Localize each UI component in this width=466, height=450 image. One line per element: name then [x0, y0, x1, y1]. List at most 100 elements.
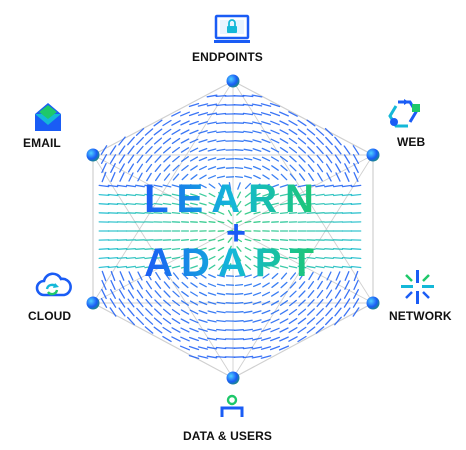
pattern-dash [244, 302, 252, 304]
pattern-dash [118, 185, 127, 186]
pattern-dash [272, 292, 279, 296]
pattern-dash [280, 112, 289, 116]
pattern-dash [327, 272, 331, 280]
pattern-dash [289, 337, 297, 341]
pattern-dash [145, 129, 152, 135]
pattern-dash [190, 347, 199, 350]
pattern-dash [209, 222, 215, 223]
pattern-dash [208, 293, 215, 295]
pattern-dash [163, 129, 171, 134]
pattern-dash [262, 311, 270, 314]
pattern-dash [281, 148, 288, 153]
pattern-dash [326, 318, 333, 325]
pattern-dash [354, 290, 359, 299]
pattern-dash [307, 129, 314, 135]
pattern-dash [99, 204, 109, 205]
pattern-dash [244, 158, 251, 160]
pattern-dash [217, 140, 225, 141]
pattern-dash [217, 321, 225, 322]
pattern-dash [172, 319, 179, 324]
pattern-dash [173, 291, 179, 296]
pattern-dash [217, 167, 224, 168]
pattern-dash [290, 156, 296, 161]
pattern-dash [181, 130, 189, 134]
pattern-dash [218, 221, 224, 222]
pattern-dash [334, 258, 343, 259]
pattern-dash [208, 140, 216, 142]
pattern-dash [181, 112, 190, 116]
pattern-dash [271, 130, 279, 133]
pattern-dash [127, 185, 136, 186]
pattern-dash [334, 266, 343, 267]
pattern-dash [208, 113, 217, 115]
pattern-dash [299, 147, 306, 153]
pattern-dash [252, 356, 261, 358]
pattern-dash [217, 330, 226, 331]
pattern-dash [99, 249, 109, 250]
pattern-dash [120, 173, 124, 181]
pattern-dash [334, 195, 343, 196]
pattern-dash [119, 146, 125, 154]
pattern-dash [155, 165, 160, 172]
pattern-dash [128, 137, 134, 144]
pattern-dash [199, 149, 206, 152]
pattern-dash [102, 271, 105, 280]
pattern-dash [325, 266, 334, 267]
pattern-dash [127, 249, 136, 250]
pattern-dash [191, 157, 198, 161]
pattern-dash [181, 346, 190, 350]
pattern-dash [172, 337, 180, 341]
pattern-dash [217, 311, 225, 312]
pattern-dash [327, 281, 331, 289]
pattern-dash [244, 293, 251, 295]
node-label-web: WEB [397, 135, 425, 149]
pattern-dash [235, 132, 243, 133]
pattern-dash [172, 328, 180, 332]
pattern-dash [128, 146, 134, 154]
pattern-dash [173, 156, 179, 161]
pattern-dash [216, 348, 225, 349]
pattern-dash [198, 356, 207, 358]
pattern-dash [343, 249, 352, 250]
pattern-dash [253, 320, 261, 322]
pattern-dash [172, 130, 180, 135]
pattern-dash [172, 139, 179, 144]
pattern-dash [334, 204, 343, 205]
pattern-dash [262, 140, 270, 143]
pattern-dash [334, 185, 343, 186]
pattern-dash [155, 291, 161, 297]
pattern-dash [120, 272, 124, 280]
pattern-dash [351, 195, 360, 196]
pattern-dash [199, 347, 208, 349]
node-label-data-users: DATA & USERS [183, 429, 272, 443]
pattern-dash [217, 158, 224, 159]
pattern-dash [136, 258, 144, 259]
pattern-dash [182, 148, 189, 152]
pattern-dash [108, 258, 117, 259]
pattern-dash [345, 173, 349, 182]
pattern-dash [254, 222, 260, 223]
pattern-dash [163, 328, 171, 333]
pattern-dash [181, 139, 188, 143]
pattern-dash [354, 173, 358, 182]
pattern-dash [164, 309, 171, 314]
pattern-dash [244, 338, 253, 339]
pattern-dash [326, 155, 331, 162]
pattern-dash [244, 329, 253, 330]
pattern-dash [351, 267, 360, 268]
pattern-dash [351, 204, 360, 205]
pattern-dash [181, 337, 189, 341]
pattern-dash [119, 155, 124, 163]
pattern-dash [254, 293, 261, 296]
pattern-dash [325, 185, 334, 186]
pattern-dash [235, 159, 243, 160]
pattern-dash [280, 328, 288, 332]
pattern-dash [253, 140, 261, 142]
data-users-icon [222, 396, 242, 417]
pattern-dash [173, 310, 180, 315]
pattern-dash [299, 156, 305, 162]
pattern-dash [129, 164, 134, 172]
pattern-dash [280, 319, 288, 323]
pattern-dash [326, 146, 332, 153]
